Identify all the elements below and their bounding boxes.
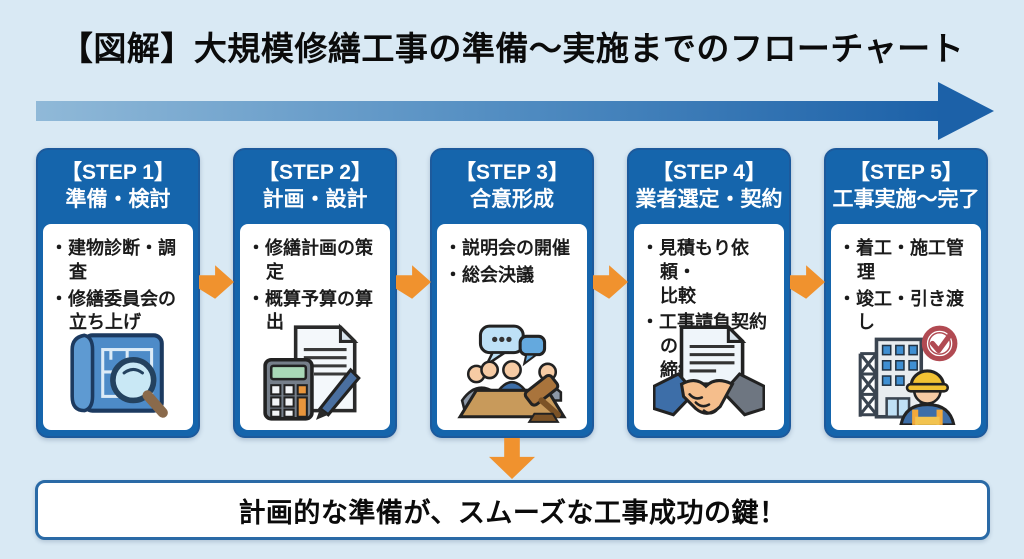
step-3-label: 【STEP 3】 [455,160,569,184]
bullet-item: ・竣工・引き渡し [838,288,964,333]
step-2-title: 計画・設計 [262,188,368,211]
step-1-label: 【STEP 1】 [61,160,175,184]
step-3-header: 【STEP 3】 合意形成 [432,150,592,222]
bullet-item: ・総会決議 [444,264,534,285]
bullet-item: ・着工・施工管理 [838,238,964,282]
step-5-title: 工事実施〜完了 [832,188,980,211]
step-3-body: ・説明会の開催 ・総会決議 [437,224,587,430]
flow-arrow-right-4 [790,265,825,299]
step-1-body: ・建物診断・調査 ・修繕委員会の 立ち上げ [43,224,193,430]
meeting-gavel-icon [456,323,568,425]
bullet-item: ・建物診断・調査 [50,238,176,282]
step-box-1: 【STEP 1】 準備・検討 ・建物診断・調査 ・修繕委員会の 立ち上げ [36,148,200,438]
step-5-bullets: ・着工・施工管理 ・竣工・引き渡し [831,224,981,335]
calculator-document-icon [259,323,371,425]
step-2-label: 【STEP 2】 [258,160,372,184]
step-box-3: 【STEP 3】 合意形成 ・説明会の開催 ・総会決議 [430,148,594,438]
step-5-header: 【STEP 5】 工事実施〜完了 [826,150,986,222]
summary-banner: 計画的な準備が、スムーズな工事成功の鍵！ [35,480,990,540]
bullet-item: ・修繕計画の策定 [247,238,373,282]
step-2-bullets: ・修繕計画の策定 ・概算予算の算出 [240,224,390,335]
step-4-body: ・見積もり依頼・ 比較 ・工事請負契約の 締結 [634,224,784,430]
step-box-5: 【STEP 5】 工事実施〜完了 ・着工・施工管理 ・竣工・引き渡し [824,148,988,438]
step-1-header: 【STEP 1】 準備・検討 [38,150,198,222]
step-5-body: ・着工・施工管理 ・竣工・引き渡し [831,224,981,430]
construction-complete-icon [850,323,962,425]
step-1-title: 準備・検討 [65,188,171,211]
step-2-body: ・修繕計画の策定 ・概算予算の算出 [240,224,390,430]
bullet-item: ・説明会の開催 [444,238,570,258]
step-box-4: 【STEP 4】 業者選定・契約 ・見積もり依頼・ 比較 ・工事請負契約の 締結 [627,148,791,438]
flow-arrow-right-3 [593,265,628,299]
step-4-bullets: ・見積もり依頼・ 比較 ・工事請負契約の 締結 [634,224,784,383]
handshake-contract-icon [653,323,765,425]
bullet-item: ・見積もり依頼・ 比較 [641,238,749,306]
flow-arrow-right-2 [396,265,431,299]
step-5-label: 【STEP 5】 [849,160,963,184]
step-3-bullets: ・説明会の開催 ・総会決議 [437,224,587,288]
flow-arrow-down [489,438,535,479]
step-4-header: 【STEP 4】 業者選定・契約 [629,150,789,222]
flow-arrow-right-1 [199,265,234,299]
bullet-item: ・修繕委員会の 立ち上げ [50,288,176,333]
bullet-item: ・概算予算の算出 [247,288,373,333]
timeline-arrow-shaft [36,101,942,121]
step-1-bullets: ・建物診断・調査 ・修繕委員会の 立ち上げ [43,224,193,335]
timeline-arrow-head [938,82,994,140]
step-2-header: 【STEP 2】 計画・設計 [235,150,395,222]
page-title: 【図解】大規模修繕工事の準備〜実施までのフローチャート [59,30,965,67]
step-4-label: 【STEP 4】 [652,160,766,184]
step-3-title: 合意形成 [470,188,554,211]
blueprint-magnifier-icon [62,323,174,425]
step-4-title: 業者選定・契約 [635,188,783,211]
summary-text: 計画的な準備が、スムーズな工事成功の鍵！ [238,497,787,528]
step-box-2: 【STEP 2】 計画・設計 ・修繕計画の策定 ・概算予算の算出 [233,148,397,438]
